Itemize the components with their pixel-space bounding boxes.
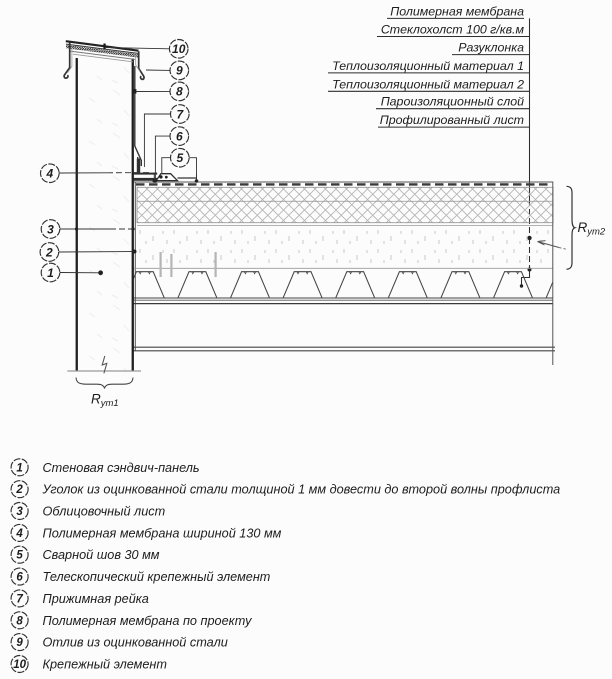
svg-text:8: 8 (16, 615, 23, 627)
svg-text:2: 2 (15, 484, 23, 496)
svg-text:3: 3 (47, 222, 54, 236)
svg-text:7: 7 (176, 107, 184, 121)
svg-text:Сварной шов 30 мм: Сварной шов 30 мм (43, 548, 160, 562)
svg-text:Полимерная мембрана по проекту: Полимерная мембрана по проекту (43, 614, 253, 628)
svg-text:9: 9 (176, 64, 183, 78)
svg-text:Разуклонка: Разуклонка (458, 41, 524, 55)
svg-text:Rут2: Rут2 (578, 220, 606, 238)
svg-text:4: 4 (45, 166, 53, 180)
svg-text:Стеновая сэндвич-панель: Стеновая сэндвич-панель (43, 461, 200, 475)
svg-text:Уголок из оцинкованной стали т: Уголок из оцинкованной стали толщиной 1 … (42, 483, 561, 497)
svg-text:6: 6 (16, 572, 23, 584)
svg-text:9: 9 (16, 637, 23, 649)
svg-text:1: 1 (16, 462, 22, 474)
svg-text:7: 7 (16, 593, 23, 605)
svg-text:Профилированный лист: Профилированный лист (380, 113, 524, 127)
svg-text:Облицовочный лист: Облицовочный лист (43, 505, 166, 519)
svg-text:6: 6 (176, 129, 183, 143)
svg-text:5: 5 (176, 151, 183, 165)
svg-text:Телескопический крепежный элем: Телескопический крепежный элемент (43, 570, 271, 584)
svg-text:Теплоизоляционный материал 2: Теплоизоляционный материал 2 (332, 77, 524, 91)
svg-text:2: 2 (45, 245, 53, 259)
svg-text:Пароизоляционный слой: Пароизоляционный слой (381, 95, 524, 109)
svg-text:8: 8 (176, 85, 183, 99)
svg-text:Полимерная мембрана: Полимерная мембрана (390, 4, 524, 18)
svg-text:5: 5 (16, 550, 23, 562)
svg-text:10: 10 (172, 42, 186, 56)
svg-text:Отлив из оцинкованной стали: Отлив из оцинкованной стали (43, 636, 228, 650)
svg-text:Стеклохолст 100 г/кв.м: Стеклохолст 100 г/кв.м (381, 23, 525, 37)
svg-text:Теплоизоляционный материал 1: Теплоизоляционный материал 1 (332, 59, 524, 73)
svg-text:4: 4 (15, 528, 23, 540)
svg-text:10: 10 (13, 659, 26, 671)
svg-text:Rут1: Rут1 (91, 392, 119, 410)
svg-text:1: 1 (47, 266, 54, 280)
svg-text:Крепежный элемент: Крепежный элемент (43, 658, 167, 672)
svg-text:Прижимная рейка: Прижимная рейка (43, 592, 149, 606)
svg-text:3: 3 (16, 506, 23, 518)
svg-text:Полимерная мембрана шириной 13: Полимерная мембрана шириной 130 мм (43, 526, 282, 540)
